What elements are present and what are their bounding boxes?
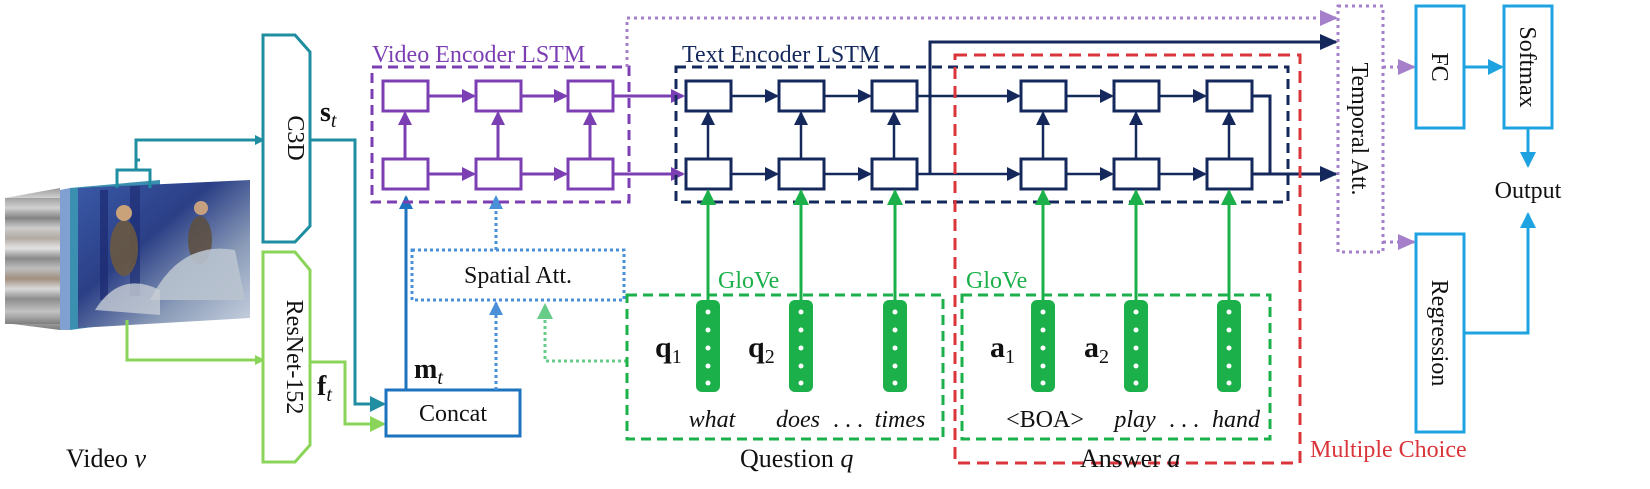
- a1-label: a1: [990, 331, 1015, 368]
- vector-a2: [1124, 189, 1148, 392]
- c3d-block: C3D: [261, 33, 312, 244]
- vector-a3: [1217, 189, 1241, 392]
- vector-q3: [883, 189, 907, 392]
- word-times: times: [875, 407, 926, 433]
- c3d-label: C3D: [282, 115, 308, 160]
- vector-q1: [696, 189, 720, 392]
- regression-block: Regression: [1414, 232, 1466, 434]
- q2-label: q2: [748, 331, 775, 368]
- regression-to-output-arrow: [1464, 212, 1536, 335]
- text-encoder-label: Text Encoder LSTM: [682, 42, 880, 68]
- video-frames-image: [5, 180, 250, 330]
- softmax-label: Softmax: [1514, 26, 1540, 107]
- word-what: what: [689, 407, 737, 433]
- word-boa: <BOA>: [1006, 407, 1084, 433]
- feature-wires: [115, 135, 386, 432]
- word-dots-q: . . .: [833, 407, 863, 433]
- answer-caption: Answer a: [1080, 444, 1180, 473]
- spatial-att-label: Spatial Att.: [464, 263, 572, 289]
- vector-q2: [789, 189, 813, 392]
- softmax-block: Softmax: [1502, 4, 1554, 130]
- glove-q-label: GloVe: [718, 268, 779, 294]
- temporal-att-label: Temporal Att.: [1346, 63, 1372, 196]
- question-caption: Question q: [740, 444, 853, 473]
- output-label: Output: [1495, 178, 1562, 204]
- video-caption: Video v: [66, 444, 146, 473]
- question-words: what does . . . times: [689, 407, 926, 433]
- concat-label: Concat: [419, 401, 487, 427]
- multiple-choice-block: Multiple Choice: [953, 53, 1467, 465]
- mt-label: mt: [414, 354, 443, 389]
- glove-answer-block: GloVe: [960, 268, 1272, 441]
- fc-label: FC: [1426, 52, 1452, 81]
- multiple-choice-label: Multiple Choice: [1310, 437, 1467, 463]
- word-play: play: [1112, 407, 1156, 433]
- glove-to-spatial-arrow: [537, 303, 627, 363]
- fc-block: FC: [1414, 4, 1466, 130]
- resnet-block: ResNet-152: [261, 250, 312, 464]
- video-encoder-label: Video Encoder LSTM: [372, 42, 585, 68]
- temporal-attention-block: Temporal Att.: [1336, 4, 1385, 254]
- q1-label: q1: [655, 331, 682, 368]
- a2-label: a2: [1084, 331, 1109, 368]
- glove-question-block: GloVe: [625, 268, 945, 441]
- regression-label: Regression: [1426, 280, 1452, 387]
- word-vectors: [696, 189, 1241, 392]
- glove-a-label: GloVe: [966, 268, 1027, 294]
- text-encoder-block: Text Encoder LSTM: [674, 34, 1338, 204]
- video-encoder-block: Video Encoder LSTM: [370, 42, 685, 204]
- vector-a1: [1031, 189, 1055, 392]
- spatial-attention-block: Spatial Att.: [410, 248, 626, 302]
- concat-block: Concat: [384, 388, 522, 438]
- ft-label: ft: [317, 371, 332, 406]
- word-does: does: [776, 407, 820, 433]
- st-label: st: [320, 97, 337, 132]
- word-hand: hand: [1212, 407, 1261, 433]
- resnet-label: ResNet-152: [281, 300, 307, 415]
- word-dots-a: . . .: [1169, 407, 1199, 433]
- video-to-temporal-dotted-arrow: [625, 10, 1338, 67]
- answer-words: <BOA> play . . . hand: [1006, 407, 1261, 433]
